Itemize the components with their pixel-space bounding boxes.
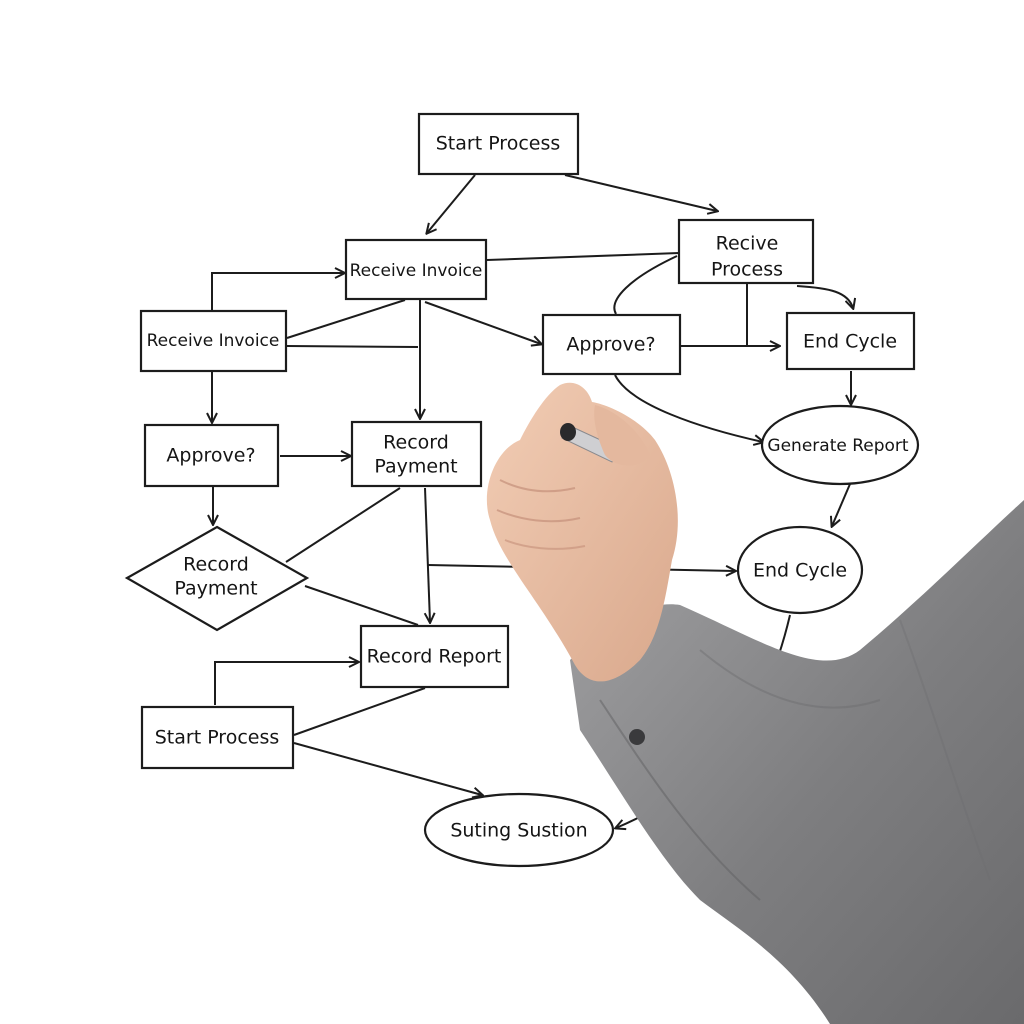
node-start-process-top[interactable]: Start Process bbox=[417, 112, 580, 176]
edge-left-invoice-horizontal bbox=[286, 345, 419, 348]
edge-generate-report-to-end-cycle bbox=[832, 483, 851, 526]
hand bbox=[486, 382, 678, 682]
edge-receive-invoice-to-recive-process bbox=[486, 252, 680, 261]
node-suting-sustion[interactable]: Suting Sustion bbox=[423, 792, 615, 868]
node-label: Generate Report bbox=[767, 436, 908, 456]
node-record-report[interactable]: Record Report bbox=[359, 624, 510, 689]
sleeve bbox=[570, 500, 1024, 1024]
node-label: Suting Sustion bbox=[450, 820, 587, 842]
nodes: Start Process Receive Invoice Recive Pro… bbox=[124, 112, 920, 868]
edge-start-bottom-to-record-report bbox=[293, 687, 426, 736]
edge-start-to-recive-process bbox=[564, 174, 717, 211]
edge-record-payment-to-record-report bbox=[425, 487, 430, 622]
edge-approve-to-generate-report bbox=[614, 374, 763, 442]
edge-start-bottom-to-suting-sustion bbox=[293, 742, 482, 795]
node-label: Start Process bbox=[155, 727, 280, 749]
node-label-line1: Record bbox=[183, 554, 249, 576]
edge-left-invoice-diagonal bbox=[286, 299, 406, 339]
edge-start-to-receive-invoice bbox=[427, 174, 476, 233]
hand-holding-marker-icon bbox=[486, 382, 1024, 1024]
node-label-line2: Payment bbox=[174, 578, 257, 600]
node-approve-mid[interactable]: Approve? bbox=[541, 313, 682, 376]
node-label: End Cycle bbox=[753, 560, 847, 582]
node-label: Record Report bbox=[367, 646, 502, 668]
edge-left-invoice-up-to-top-invoice bbox=[211, 273, 344, 310]
edge-start-bottom-up-to-record-report bbox=[214, 662, 358, 705]
node-end-cycle-ellipse[interactable]: End Cycle bbox=[736, 525, 864, 615]
edge-recive-process-curve-left bbox=[613, 255, 678, 315]
edge-receive-invoice-to-approve bbox=[424, 301, 541, 344]
node-recive-process[interactable]: Recive Process bbox=[677, 218, 815, 285]
node-receive-invoice-left[interactable]: Receive Invoice bbox=[139, 309, 288, 373]
node-label: End Cycle bbox=[803, 331, 897, 353]
edge-diamond-to-record-report bbox=[304, 585, 419, 626]
node-label: Approve? bbox=[166, 445, 255, 467]
node-label: Receive Invoice bbox=[350, 261, 483, 281]
node-end-cycle-rect[interactable]: End Cycle bbox=[785, 311, 916, 371]
node-receive-invoice-top[interactable]: Receive Invoice bbox=[344, 238, 488, 301]
node-label-line1: Recive bbox=[716, 233, 779, 255]
node-label-line1: Record bbox=[383, 432, 449, 454]
edges bbox=[211, 174, 853, 828]
edge-recive-process-to-end-cycle bbox=[796, 285, 853, 308]
node-generate-report[interactable]: Generate Report bbox=[760, 404, 920, 486]
node-label-line2: Process bbox=[711, 259, 783, 281]
node-label: Receive Invoice bbox=[147, 331, 280, 351]
node-label-line2: Payment bbox=[374, 456, 457, 478]
cuff-button bbox=[629, 729, 645, 745]
node-label: Start Process bbox=[436, 133, 561, 155]
node-approve-left[interactable]: Approve? bbox=[143, 423, 280, 488]
node-start-process-bottom[interactable]: Start Process bbox=[140, 705, 295, 770]
node-record-payment-box[interactable]: Record Payment bbox=[350, 420, 483, 488]
edge-diamond-to-record-payment bbox=[285, 487, 401, 563]
node-record-payment-diamond[interactable]: Record Payment bbox=[124, 525, 310, 632]
node-label: Approve? bbox=[566, 334, 655, 356]
